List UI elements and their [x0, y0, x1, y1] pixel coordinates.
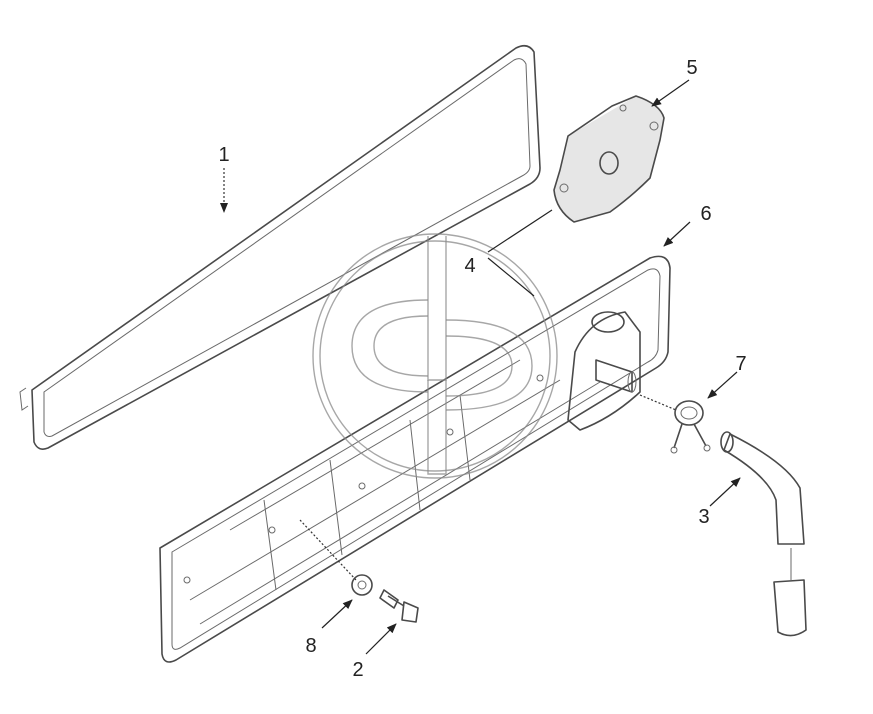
washer-part	[351, 574, 373, 596]
callout-2: 2	[352, 659, 363, 681]
callout-leaders	[220, 79, 741, 655]
leader-3	[709, 477, 741, 507]
callout-6: 6	[700, 203, 711, 225]
leader-6	[663, 221, 691, 247]
leader-4a	[487, 209, 553, 253]
leader-7	[707, 371, 738, 399]
leader-2	[365, 623, 397, 655]
callout-5: 5	[686, 57, 697, 79]
leader-5	[651, 79, 690, 107]
bolt-part	[379, 589, 419, 623]
callout-1: 1	[218, 144, 229, 166]
gasket-part	[19, 44, 541, 450]
leader-4b	[487, 257, 535, 297]
callout-3: 3	[698, 506, 709, 528]
rocker-cover-part	[159, 255, 671, 663]
callout-7: 7	[735, 353, 746, 375]
hose-clamp-part	[670, 400, 711, 454]
cover-plate-part	[553, 95, 665, 223]
watermark-logo	[312, 233, 558, 479]
callout-8: 8	[305, 635, 316, 657]
leader-8	[321, 599, 353, 629]
callout-4: 4	[464, 255, 475, 277]
breather-hose-part	[720, 431, 807, 637]
